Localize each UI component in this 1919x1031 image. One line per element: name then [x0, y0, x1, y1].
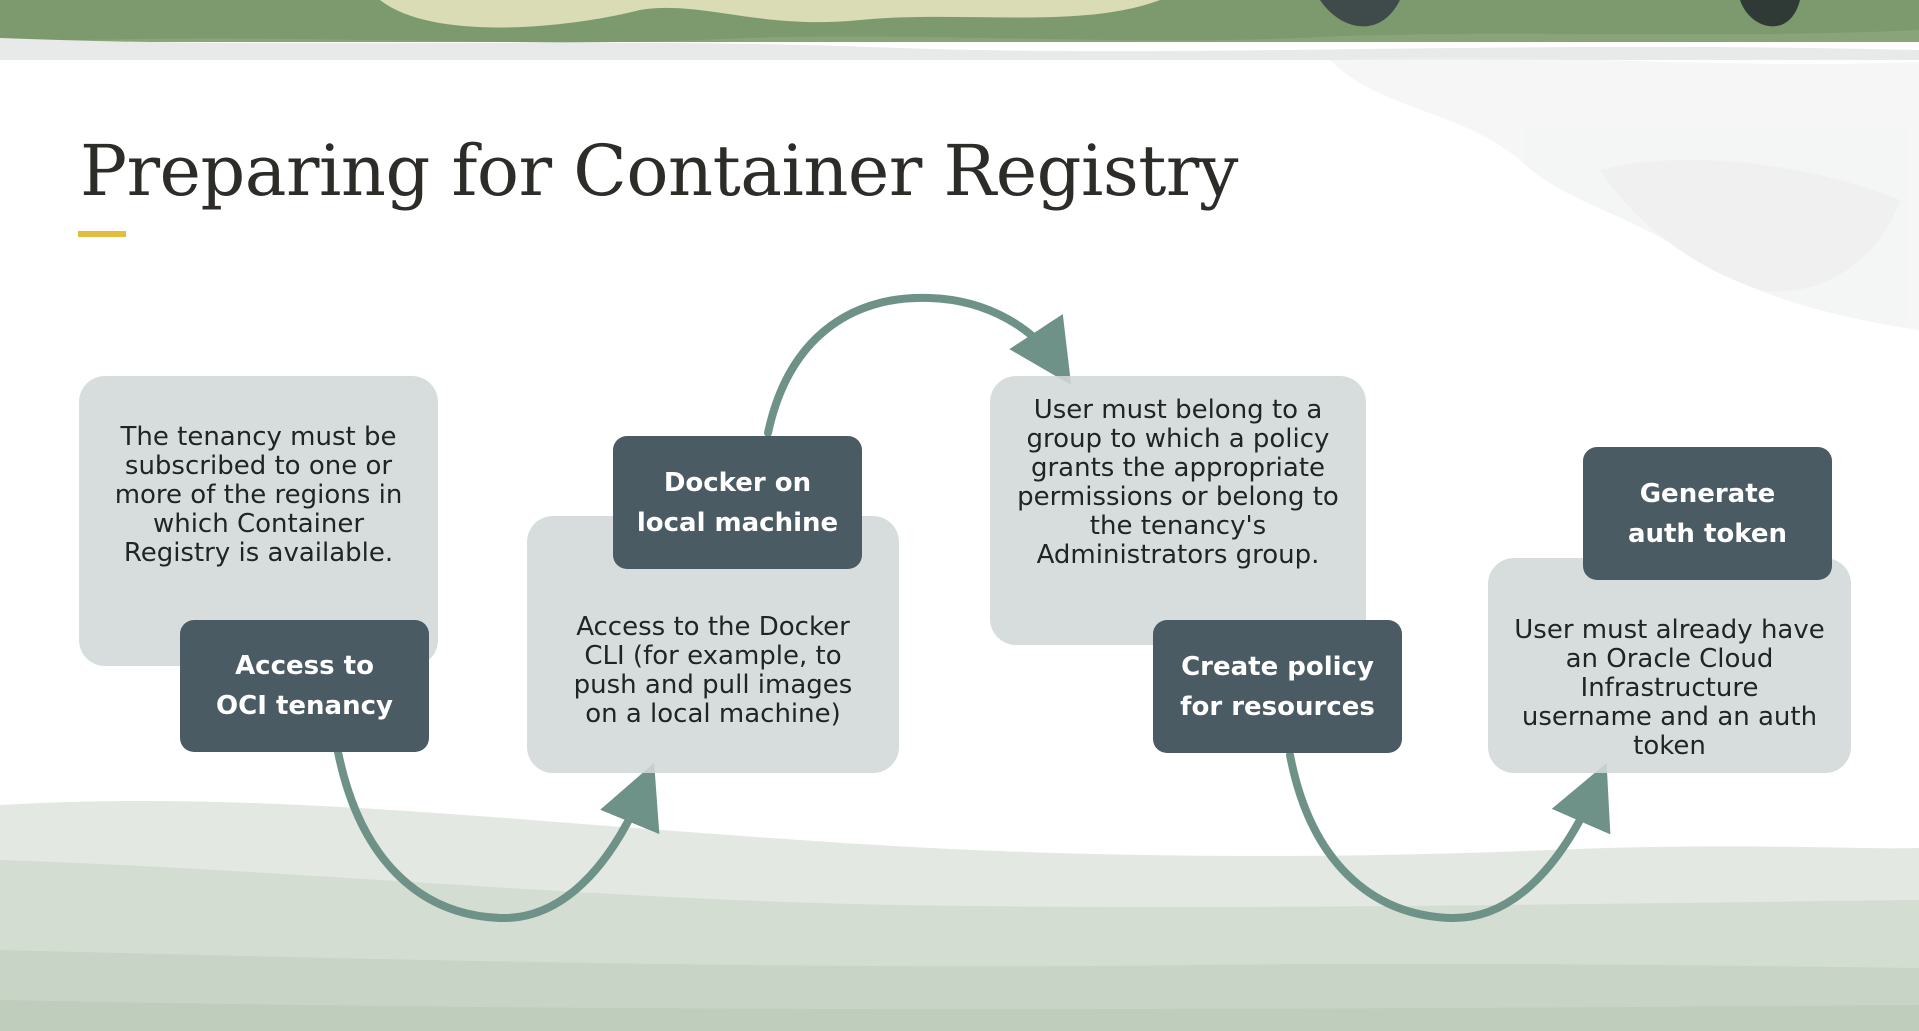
step-heading-line: Docker on [663, 467, 812, 498]
step-heading-line: local machine [636, 507, 839, 538]
arrow-step3-to-step4 [1286, 751, 1611, 923]
step-card-policy: User must belong to a group to which a p… [990, 376, 1366, 645]
arrow-step1-to-step2 [334, 748, 660, 923]
step-heading-line: Create policy [1181, 651, 1374, 682]
step-card-auth-token: User must already have an Oracle Cloud I… [1488, 558, 1851, 773]
step-badge-oci-tenancy: Access to OCI tenancy [180, 620, 429, 752]
title-accent-bar [78, 231, 126, 237]
step-description: User must already have an Oracle Cloud I… [1514, 615, 1825, 761]
step-heading-line: OCI tenancy [216, 691, 393, 721]
step-badge-policy: Create policy for resources [1153, 620, 1402, 753]
right-texture-wash [1330, 57, 1919, 331]
step-card-oci-tenancy: The tenancy must be subscribed to one or… [79, 376, 438, 666]
flow-arrows [334, 293, 1611, 923]
top-landscape-strip [0, 0, 1919, 60]
bottom-landscape [0, 800, 1919, 1031]
arrow-step2-to-step3 [764, 293, 1072, 437]
step-heading-line: Access to [235, 651, 374, 681]
step-heading-line: for resources [1180, 691, 1375, 722]
step-heading-line: Generate [1639, 478, 1776, 509]
slide-title: Preparing for Container Registry [80, 130, 1238, 212]
step-description: Access to the Docker CLI (for example, t… [573, 611, 853, 729]
step-badge-auth-token: Generate auth token [1583, 447, 1832, 580]
step-heading-line: auth token [1627, 518, 1788, 549]
step-badge-docker: Docker on local machine [613, 436, 862, 569]
step-description: User must belong to a group to which a p… [1017, 394, 1339, 570]
step-description: The tenancy must be subscribed to one or… [114, 421, 403, 568]
